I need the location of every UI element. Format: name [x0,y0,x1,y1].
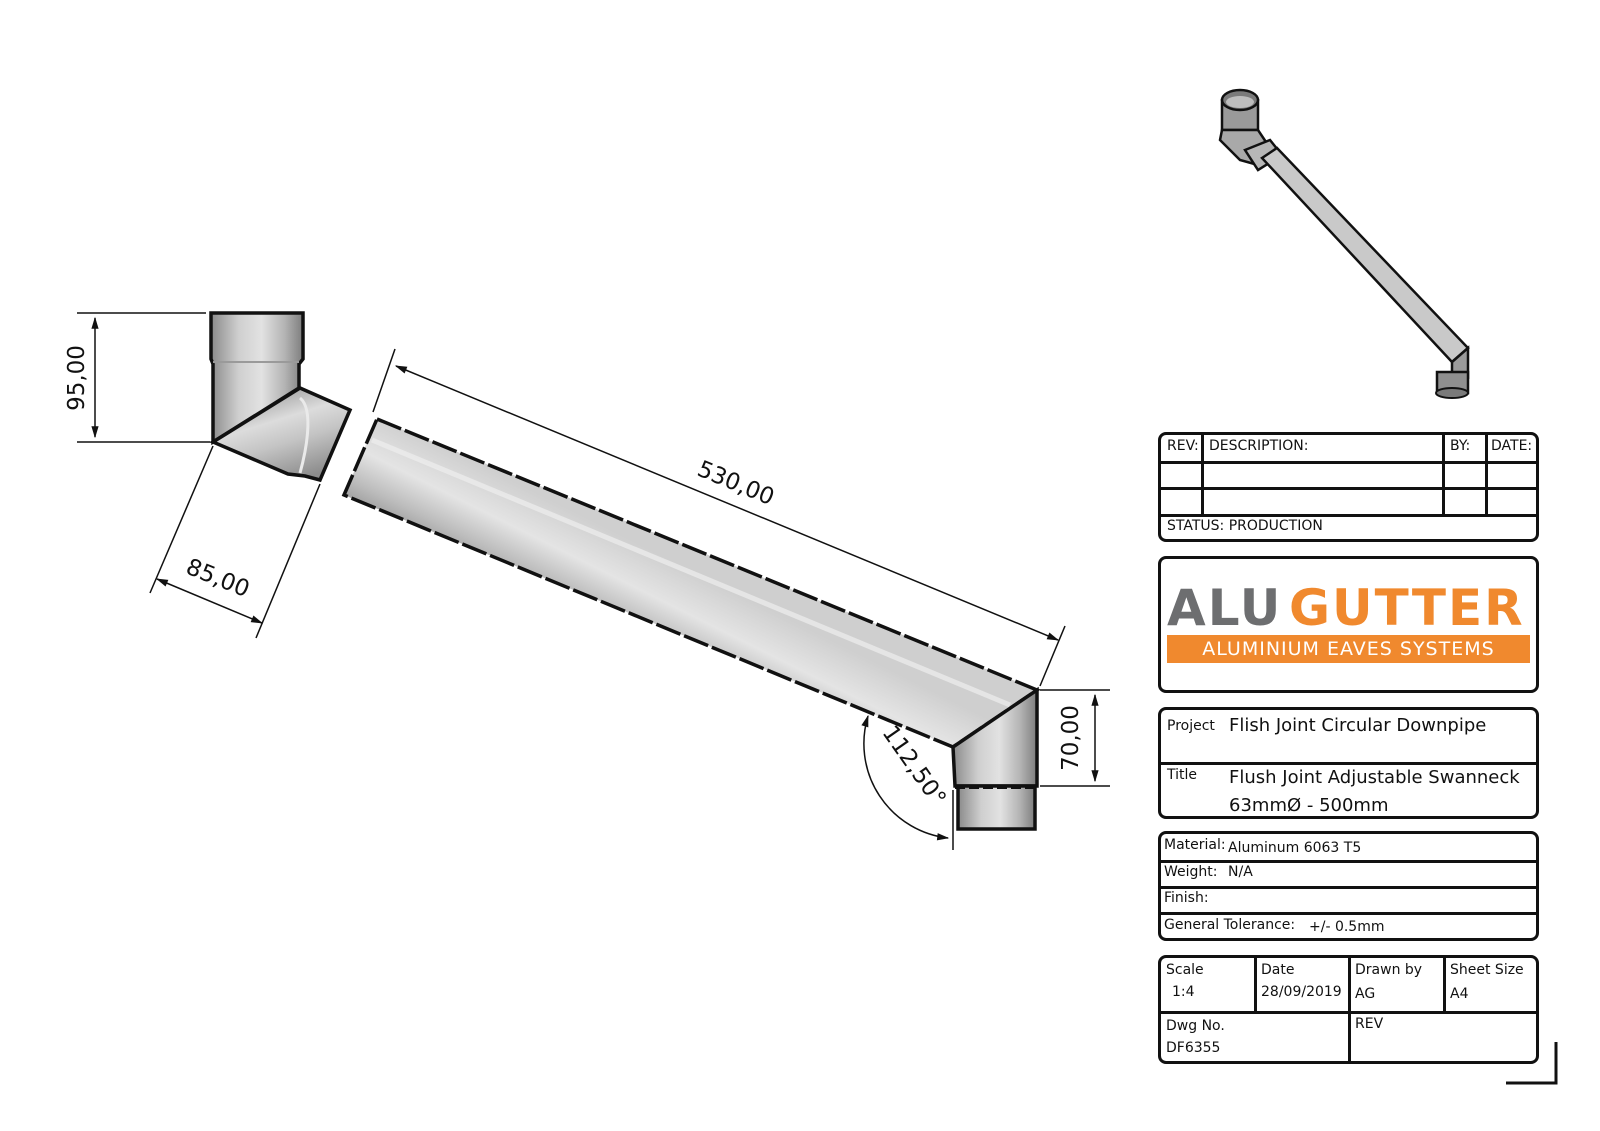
rev-header: REV: [1167,438,1199,454]
rev-label: REV [1355,1016,1384,1032]
finish-label: Finish: [1164,890,1209,906]
scale-label: Scale [1166,962,1204,978]
drawn-by-value: AG [1355,986,1376,1002]
logo-tagline: ALUMINIUM EAVES SYSTEMS [1167,635,1530,663]
svg-text:530,00: 530,00 [694,456,778,511]
title-line-2: 63mmØ - 500mm [1229,795,1389,816]
material-block: Material: Aluminum 6063 T5 Weight: N/A F… [1158,831,1539,941]
dwg-no-label: Dwg No. [1166,1018,1225,1034]
drawn-by-label: Drawn by [1355,962,1423,978]
tolerance-value: +/- 0.5mm [1309,919,1385,935]
project-value: Flish Joint Circular Downpipe [1229,715,1487,736]
date-value: 28/09/2019 [1261,984,1342,1000]
svg-text:95,00: 95,00 [64,345,90,411]
bottom-elbow [951,686,1039,831]
material-label: Material: [1164,837,1226,853]
svg-text:70,00: 70,00 [1058,705,1084,771]
dimension-height-bottom: 70,00 [1040,689,1110,787]
top-elbow [209,311,353,483]
long-pipe [341,416,1041,749]
info-block: Scale 1:4 Date 28/09/2019 Drawn by AG Sh… [1158,955,1539,1064]
project-block: Project Flish Joint Circular Downpipe Ti… [1158,707,1539,819]
status-label: STATUS: PRODUCTION [1167,518,1323,534]
logo-block: ALU GUTTER ALUMINIUM EAVES SYSTEMS [1158,556,1539,693]
tolerance-label: General Tolerance: [1164,917,1296,933]
scale-value: 1:4 [1172,984,1195,1000]
description-header: DESCRIPTION: [1209,438,1309,454]
sheet-size-label: Sheet Size [1450,962,1524,978]
by-header: BY: [1450,438,1471,454]
logo-gutter-text: GUTTER [1289,579,1525,637]
logo-alu-text: ALU [1167,579,1283,637]
title-line-1: Flush Joint Adjustable Swanneck [1229,767,1520,788]
svg-text:85,00: 85,00 [182,554,253,603]
date-header: DATE: [1491,438,1533,454]
dimension-height-top: 95,00 [64,312,210,443]
dwg-no-value: DF6355 [1166,1040,1221,1056]
material-value: Aluminum 6063 T5 [1228,840,1362,856]
revision-block: REV: DESCRIPTION: BY: DATE: STATUS: PROD… [1158,432,1539,542]
isometric-preview [1218,88,1470,399]
corner-mark [1506,1042,1558,1085]
project-label: Project [1167,718,1215,734]
date-label: Date [1261,962,1295,978]
sheet-size-value: A4 [1450,986,1469,1002]
weight-value: N/A [1228,864,1253,880]
weight-label: Weight: [1164,864,1218,880]
title-label: Title [1167,767,1198,783]
